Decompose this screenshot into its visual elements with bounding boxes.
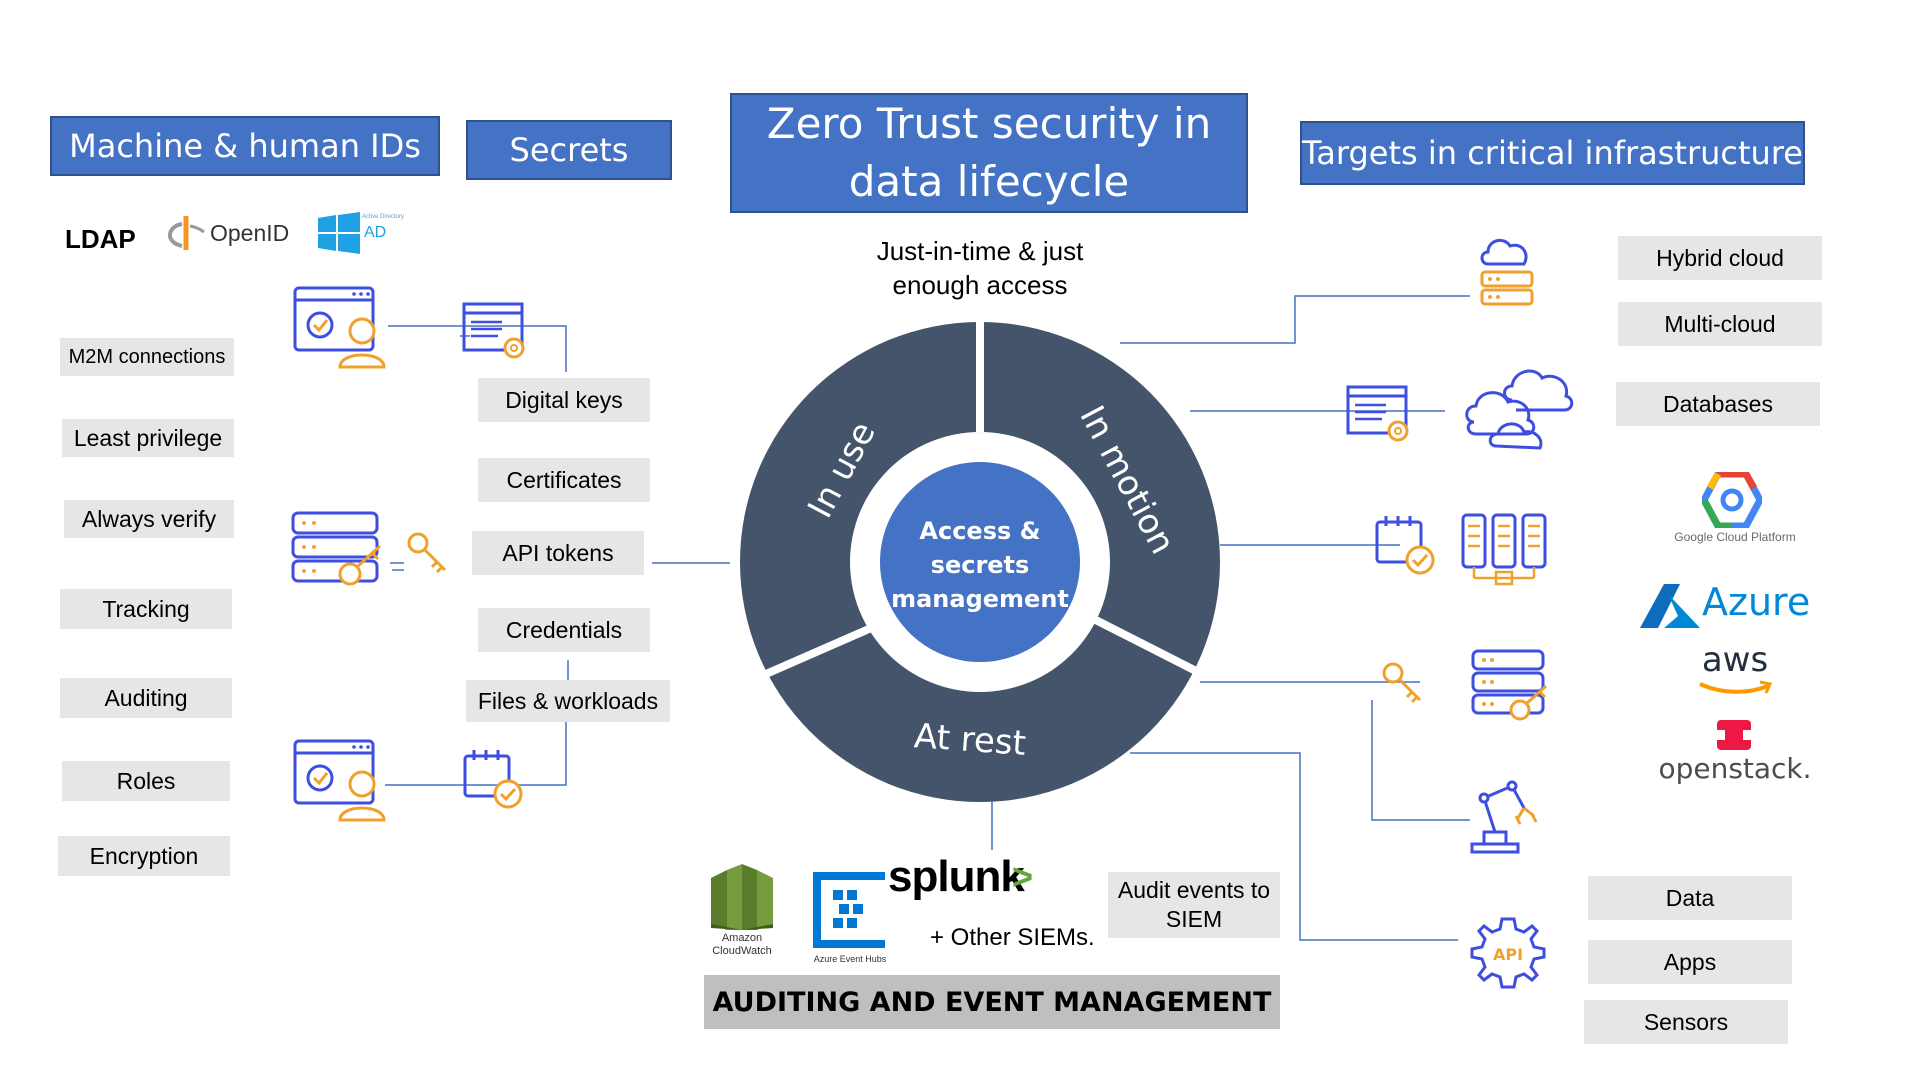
gcp-hexagon-icon: [1702, 472, 1762, 528]
key-icon: [407, 532, 447, 574]
secret-credentials: Credentials: [478, 608, 650, 652]
aws-label: aws: [1701, 640, 1769, 680]
calendar-check-icon-2: [1375, 516, 1435, 575]
target-multi-cloud: Multi-cloud: [1618, 302, 1822, 346]
openid-icon: [168, 216, 205, 250]
target-hybrid-cloud: Hybrid cloud: [1618, 236, 1822, 280]
azure-event-hubs-logo: Azure Event Hubs: [805, 870, 895, 966]
center-label-line-1: Access &: [919, 517, 1041, 545]
multi-cloud-icon: [1465, 369, 1574, 450]
amazon-cloudwatch-logo: Amazon CloudWatch: [700, 860, 784, 960]
secret-api-tokens: API tokens: [472, 531, 644, 575]
principle-least-privilege: Least privilege: [62, 419, 234, 457]
event-hubs-caption: Azure Event Hubs: [813, 954, 887, 964]
windows-icon: [318, 212, 360, 254]
cloudwatch-caption: Amazon CloudWatch: [700, 932, 784, 958]
config-window-icon: [462, 302, 525, 359]
target-databases: Databases: [1616, 382, 1820, 426]
active-directory-logo: Active Directory AD: [318, 210, 404, 256]
title-line-1: Zero Trust security in: [766, 99, 1212, 148]
aws-smile-icon: [1699, 680, 1773, 694]
event-hubs-icon: [813, 872, 885, 948]
robot-arm-icon: [1470, 780, 1538, 854]
splunk-label: splunk: [888, 852, 1025, 901]
config-window-icon-2: [1346, 385, 1409, 442]
splunk-logo: splunk >: [888, 852, 1058, 912]
secrets-header: Secrets: [466, 120, 672, 180]
cloudwatch-icon: [711, 864, 773, 930]
principle-auditing: Auditing: [60, 678, 232, 718]
wheel-center: [880, 462, 1080, 662]
machine-human-ids-header: Machine & human IDs: [50, 116, 440, 176]
calendar-check-icon: [463, 750, 523, 809]
lifecycle-wheel: [740, 322, 1220, 802]
asset-apps: Apps: [1588, 940, 1792, 984]
principle-roles: Roles: [62, 761, 230, 801]
center-label-line-3: management: [891, 585, 1069, 613]
aws-logo: aws: [1690, 640, 1780, 696]
principle-tracking: Tracking: [60, 589, 232, 629]
center-label: Access & secrets management: [870, 514, 1090, 616]
cloudwatch-caption-line-2: CloudWatch: [712, 945, 772, 957]
azure-logo: Azure: [1640, 580, 1830, 630]
audit-events-to-siem: Audit events to SIEM: [1108, 872, 1280, 938]
principle-m2m: M2M connections: [60, 338, 234, 376]
splunk-chevron: >: [1012, 856, 1034, 897]
openid-logo: OpenID: [162, 212, 292, 254]
key-icon-2: [1382, 662, 1422, 704]
openstack-icon: [1717, 720, 1751, 750]
asset-data: Data: [1588, 876, 1792, 920]
ad-caption: Active Directory: [362, 214, 405, 220]
secret-certificates: Certificates: [478, 458, 650, 502]
asset-sensors: Sensors: [1584, 1000, 1788, 1044]
secret-files-workloads: Files & workloads: [466, 680, 670, 722]
identity-user-icon-2: [293, 739, 386, 822]
database-cluster-icon: [1461, 513, 1547, 586]
principle-always-verify: Always verify: [64, 500, 234, 538]
server-key-icon-2: [1471, 649, 1548, 721]
api-gear-icon: API: [1470, 917, 1546, 989]
server-key-icon: [291, 511, 382, 586]
azure-label: Azure: [1702, 580, 1811, 624]
other-siems-label: + Other SIEMs.: [930, 924, 1095, 951]
identity-user-icon: [293, 286, 386, 369]
principle-encryption: Encryption: [58, 836, 230, 876]
center-label-line-2: secrets: [930, 551, 1030, 579]
audit-events-line-2: SIEM: [1165, 906, 1223, 932]
cloud-server-icon: [1480, 238, 1534, 306]
secret-digital-keys: Digital keys: [478, 378, 650, 422]
openid-label: OpenID: [210, 220, 290, 246]
wheel-top-label-line-1: Just-in-time & just: [876, 236, 1084, 266]
gcp-label: Google Cloud Platform: [1674, 530, 1796, 544]
wheel-top-label: Just-in-time & just enough access: [835, 234, 1125, 302]
auditing-banner: AUDITING AND EVENT MANAGEMENT: [704, 975, 1280, 1029]
wheel-top-label-line-2: enough access: [892, 270, 1068, 300]
ldap-logo: LDAP: [65, 224, 136, 254]
page-title: Zero Trust security in data lifecycle: [730, 93, 1248, 213]
gcp-logo: Google Cloud Platform: [1650, 472, 1820, 552]
azure-icon: [1640, 584, 1700, 628]
targets-header: Targets in critical infrastructure: [1300, 121, 1805, 185]
cloudwatch-caption-line-1: Amazon: [721, 932, 763, 944]
openstack-logo: openstack.: [1650, 718, 1820, 788]
title-line-2: data lifecycle: [848, 157, 1130, 206]
ad-label: AD: [364, 224, 387, 241]
svg-text:API: API: [1493, 945, 1523, 964]
openstack-label: openstack.: [1658, 752, 1812, 785]
audit-events-line-1: Audit events to: [1117, 877, 1271, 903]
